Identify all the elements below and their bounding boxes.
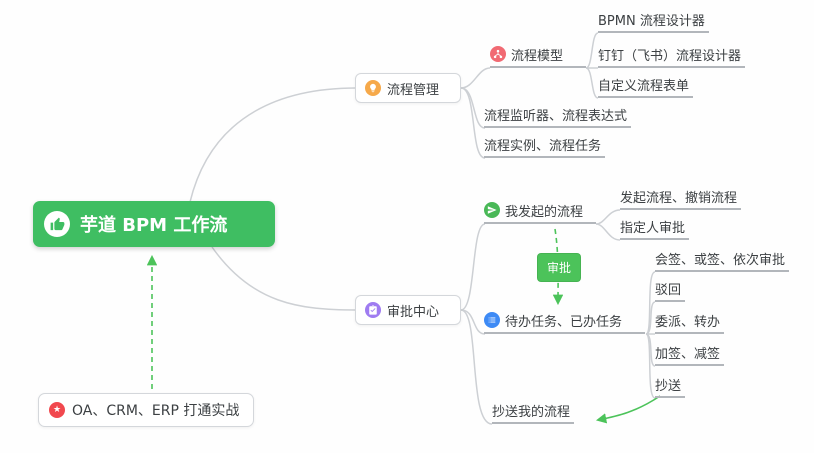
topic-assignee-approval[interactable]: 指定人审批 <box>620 216 690 240</box>
connector-myinit-to-assignee <box>595 223 621 241</box>
connector-root-to-process <box>189 87 357 203</box>
relationship-label-text: 审批 <box>547 261 572 275</box>
topic-dingtalk-designer[interactable]: 钉钉（飞书）流程设计器 <box>598 44 746 68</box>
topic-approval-center[interactable]: 审批中心 <box>355 295 461 325</box>
topic-process-model[interactable]: 流程模型 <box>490 44 586 68</box>
root-topic[interactable]: 芋道 BPM 工作流 <box>33 201 275 247</box>
root-topic-label: 芋道 BPM 工作流 <box>80 215 228 236</box>
star-icon: ★ <box>49 402 65 418</box>
connector-model-to-customform <box>585 67 599 99</box>
connector-tasks-to-addsign <box>645 333 656 367</box>
connector-tasks-to-cc <box>645 333 656 399</box>
topic-label: 驳回 <box>655 282 682 298</box>
topic-label: 钉钉（飞书）流程设计器 <box>598 48 742 64</box>
model-hierarchy-icon <box>490 46 506 62</box>
connector-tasks-to-countersign <box>645 271 656 335</box>
connector-myinit-to-initiate <box>595 209 621 225</box>
topic-add-remove-sign[interactable]: 加签、减签 <box>655 342 725 366</box>
relationship-label-approval[interactable]: 审批 <box>537 253 582 282</box>
topic-label: 抄送 <box>655 378 682 394</box>
topic-listener-expression[interactable]: 流程监听器、流程表达式 <box>484 104 632 128</box>
topic-label: 审批中心 <box>387 304 440 320</box>
topic-label: 待办任务、已办任务 <box>505 314 623 330</box>
connector-approval-to-tasks <box>460 309 486 335</box>
clipboard-check-icon <box>365 302 381 318</box>
topic-initiate-cancel[interactable]: 发起流程、撤销流程 <box>620 186 742 210</box>
connector-process-to-instance <box>460 87 486 159</box>
connector-approval-to-ccmy <box>460 309 493 425</box>
topic-label: 发起流程、撤销流程 <box>620 190 738 206</box>
topic-todo-done-tasks[interactable]: 待办任务、已办任务 <box>484 310 645 334</box>
topic-my-initiated[interactable]: 我发起的流程 <box>484 200 596 224</box>
topic-label: 委派、转办 <box>655 314 721 330</box>
topic-label: 我发起的流程 <box>505 204 584 220</box>
topic-reject[interactable]: 驳回 <box>655 278 686 302</box>
topic-label: 流程模型 <box>511 48 564 64</box>
topic-label: 抄送我的流程 <box>492 404 571 420</box>
connector-approval-to-myinit <box>460 223 486 311</box>
practice-note-label: OA、CRM、ERP 打通实战 <box>72 403 240 419</box>
topic-label: 加签、减签 <box>655 346 721 362</box>
topic-process-management[interactable]: 流程管理 <box>355 73 461 103</box>
topic-label: BPMN 流程设计器 <box>598 13 705 29</box>
practice-note[interactable]: ★ OA、CRM、ERP 打通实战 <box>38 393 255 427</box>
connector-model-to-bpmn <box>585 32 599 69</box>
connector-root-to-approval <box>211 246 357 311</box>
topic-instance-task[interactable]: 流程实例、流程任务 <box>484 134 606 158</box>
arrow-cc-to-ccmy <box>595 395 661 424</box>
connector-tasks-to-reject <box>645 301 656 335</box>
topic-label: 流程管理 <box>387 82 440 98</box>
send-icon <box>484 202 500 218</box>
topic-cc[interactable]: 抄送 <box>655 374 686 398</box>
topic-cc-my-process[interactable]: 抄送我的流程 <box>492 400 575 424</box>
connector-process-to-model <box>460 67 491 89</box>
topic-label: 自定义流程表单 <box>598 78 690 94</box>
topic-bpmn-designer[interactable]: BPMN 流程设计器 <box>598 9 709 33</box>
thumbs-up-icon <box>44 211 70 237</box>
topic-label: 流程实例、流程任务 <box>484 138 602 154</box>
topic-label: 会签、或签、依次审批 <box>655 252 786 268</box>
lightbulb-icon <box>365 80 381 96</box>
topic-countersign[interactable]: 会签、或签、依次审批 <box>655 248 790 272</box>
topic-custom-form[interactable]: 自定义流程表单 <box>598 74 694 98</box>
topic-label: 指定人审批 <box>620 220 686 236</box>
topic-label: 流程监听器、流程表达式 <box>484 108 628 124</box>
task-list-icon <box>484 312 500 328</box>
topic-delegate-transfer[interactable]: 委派、转办 <box>655 310 725 334</box>
